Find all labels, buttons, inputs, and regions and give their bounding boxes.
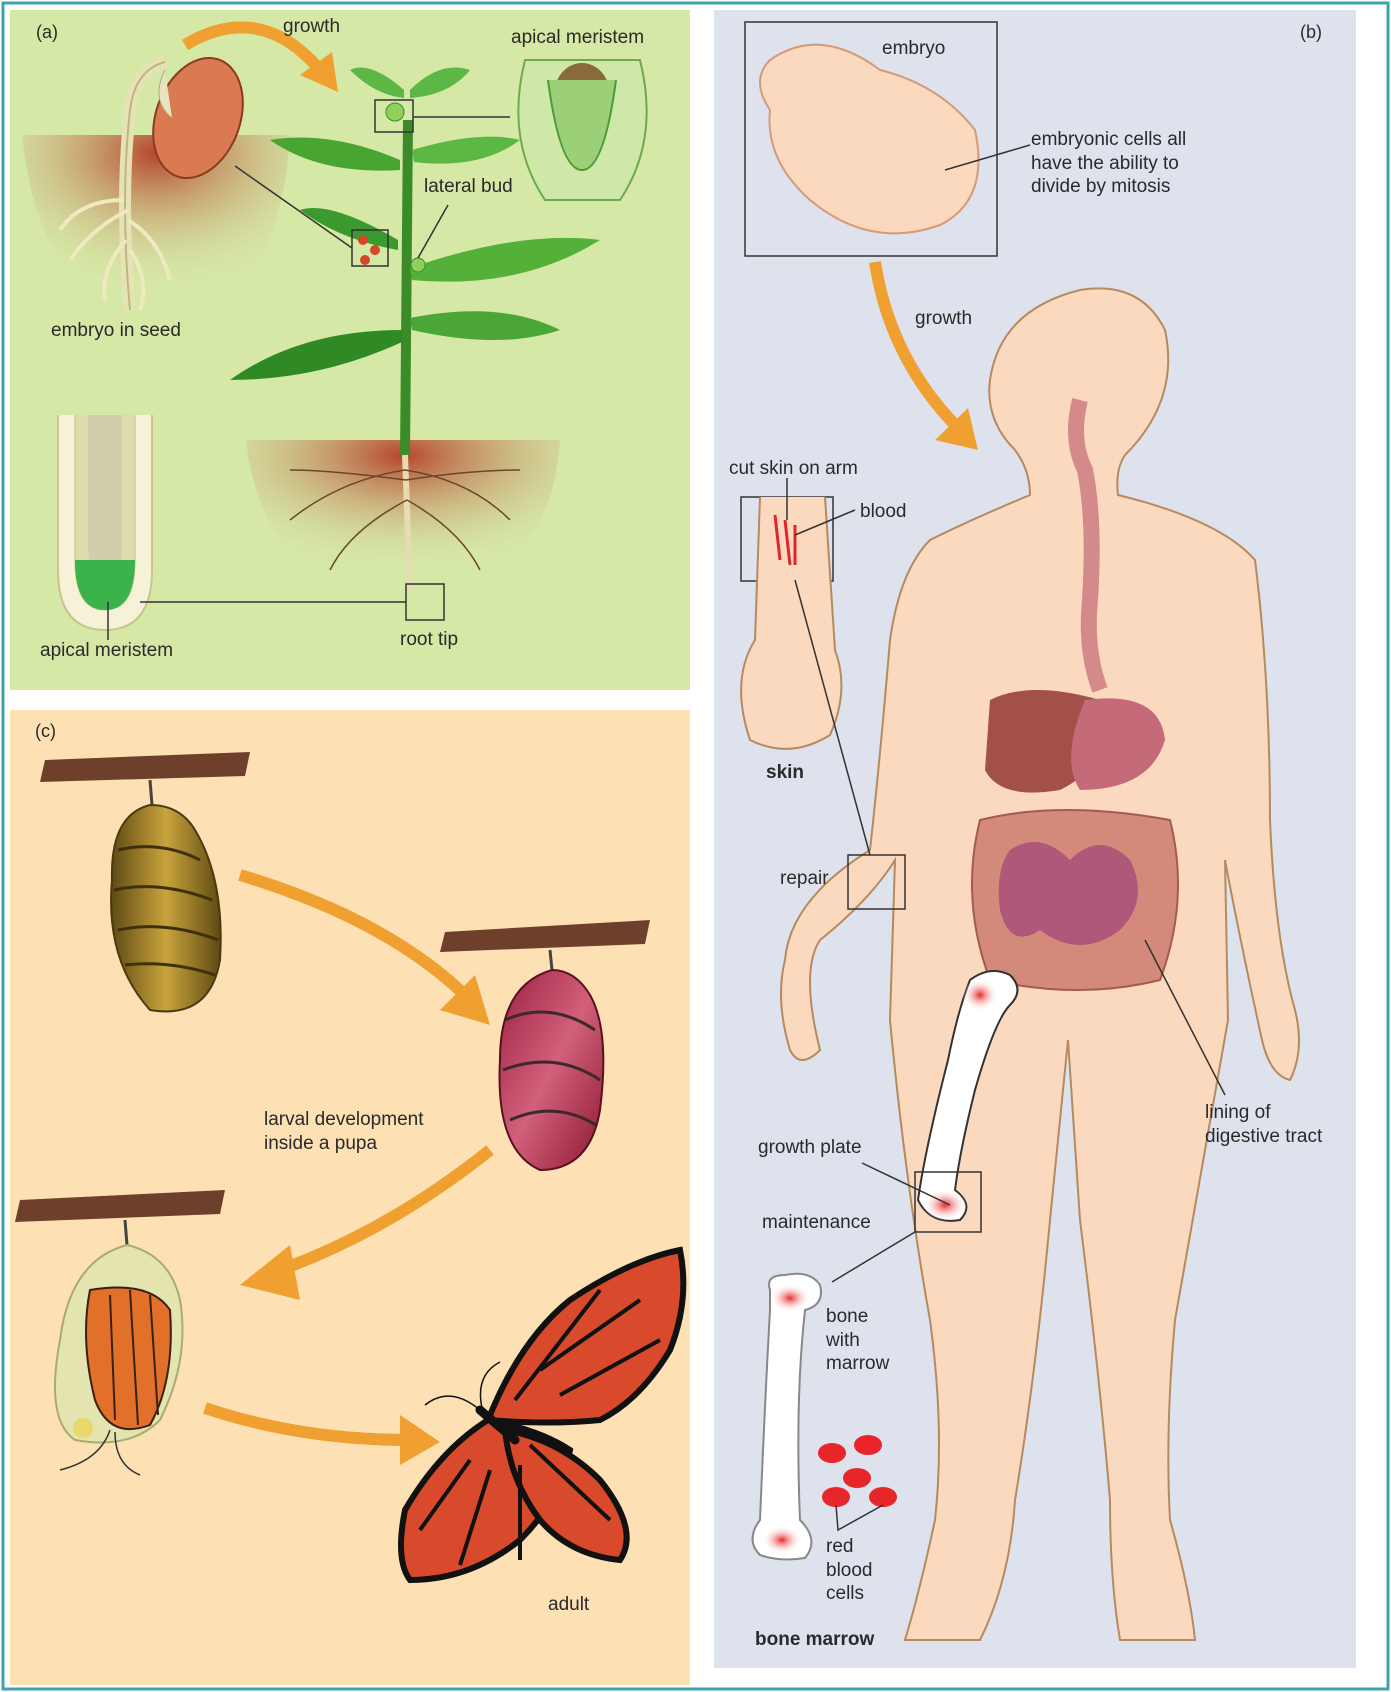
apical-meristem-top-label: apical meristem: [511, 27, 644, 48]
red-blood-cells-line-2: blood: [826, 1560, 873, 1581]
panel-c-tag: (c): [35, 721, 56, 741]
maintenance-label: maintenance: [762, 1212, 871, 1233]
apical-meristem-inset: [518, 60, 646, 200]
embryonic-cells-line-3: divide by mitosis: [1031, 176, 1170, 197]
growth-plate-label: growth plate: [758, 1137, 862, 1158]
larval-label-1: larval development: [264, 1109, 424, 1130]
embryo-label: embryo: [882, 38, 945, 59]
panel-c: (c) larval development inside a pupa adu…: [10, 710, 690, 1685]
bone-with-marrow-line-2: with: [825, 1330, 860, 1351]
lining-label-1: lining of: [1205, 1102, 1271, 1123]
adult-label: adult: [548, 1594, 590, 1615]
larval-label-2: inside a pupa: [264, 1133, 377, 1154]
panel-a: (a) growth apical meristem lateral bud e…: [10, 10, 690, 690]
embryonic-cells-line-2: have the ability to: [1031, 153, 1179, 174]
bone-with-marrow-line-1: bone: [826, 1306, 868, 1327]
lateral-bud-label: lateral bud: [424, 176, 513, 197]
embryo-in-seed-label: embryo in seed: [51, 320, 181, 341]
cut-skin-label: cut skin on arm: [729, 458, 858, 479]
root-tip-label: root tip: [400, 629, 458, 650]
bone-with-marrow-line-3: marrow: [826, 1353, 890, 1374]
red-pupa: [500, 970, 604, 1170]
embryonic-cells-line-1: embryonic cells all: [1031, 129, 1186, 150]
red-blood-cells-line-3: cells: [826, 1583, 864, 1604]
growth-label-b: growth: [915, 308, 972, 329]
root-tip-inset: [58, 415, 152, 630]
bone-marrow-label: bone marrow: [755, 1629, 875, 1650]
lining-label-2: digestive tract: [1205, 1126, 1323, 1147]
panel-a-tag: (a): [36, 22, 58, 42]
red-blood-cells-line-1: red: [826, 1536, 853, 1557]
repair-label: repair: [780, 868, 829, 889]
skin-label: skin: [766, 762, 804, 783]
apical-meristem-bottom-label: apical meristem: [40, 640, 173, 661]
panel-b: (b) embryo embryonic cells all have the …: [714, 10, 1356, 1668]
panel-b-tag: (b): [1300, 22, 1322, 42]
blood-label: blood: [860, 501, 907, 522]
growth-label-a: growth: [283, 16, 340, 37]
